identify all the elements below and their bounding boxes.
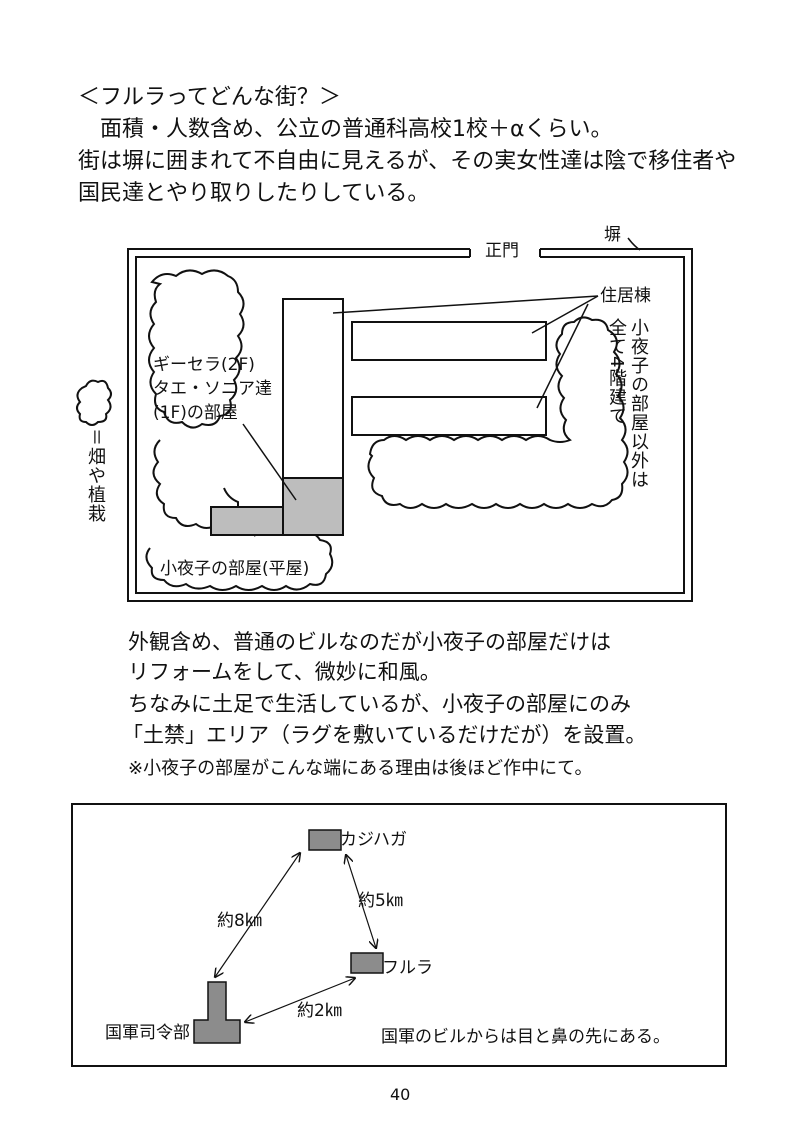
furura-marker xyxy=(350,952,384,974)
sayoko-room-label: 小夜子の部屋(平屋) xyxy=(160,559,310,579)
legend-bush-symbol xyxy=(76,379,112,426)
body-line-2: リフォームをして、微妙に和風。 xyxy=(128,660,441,684)
body-line-4: 「土禁」エリア（ラグを敷いているだけだが）を設置。 xyxy=(122,723,647,747)
sayoko-room-building xyxy=(210,506,284,536)
distance-map-caption: 国軍のビルからは目と鼻の先にある。 xyxy=(381,1027,670,1047)
gisela-label-line-3: (1F)の部屋 xyxy=(153,403,238,423)
arrow-furura-hq xyxy=(245,978,355,1022)
wall-pointer-line xyxy=(627,237,641,251)
gate-label: 正門 xyxy=(485,241,519,261)
pointer-residential-1 xyxy=(531,295,599,334)
gisela-tae-room xyxy=(282,477,344,536)
all-four-floors-note: 全て4階建て xyxy=(606,318,627,426)
distance-kajihaga-hq: 約8㎞ xyxy=(217,911,262,931)
body-note: ※小夜子の部屋がこんな端にある理由は後ほど作中にて。 xyxy=(128,758,593,779)
section-heading: ＜フルラってどんな街？＞ xyxy=(78,85,341,110)
gisela-label-line-1: ギーセラ(2F) xyxy=(153,355,255,375)
pointer-residential-2 xyxy=(536,303,589,409)
building-residential-1 xyxy=(351,321,547,361)
wall-outer xyxy=(127,248,693,602)
distance-furura-hq: 約2㎞ xyxy=(297,1001,342,1021)
gisela-label-line-2: タエ・ソニア達 xyxy=(153,379,272,399)
legend-text: ＝畑や植栽 xyxy=(85,428,106,523)
bush-right-l-shape xyxy=(367,316,629,509)
distance-kajihaga-furura: 約5㎞ xyxy=(358,891,403,911)
pointer-gisela-tae xyxy=(242,423,297,501)
intro-line-3: 国民達とやり取りしたりしている。 xyxy=(78,181,430,206)
wall-inner xyxy=(135,256,685,594)
furura-label: フルラ xyxy=(382,958,433,978)
body-line-3: ちなみに土足で生活しているが、小夜子の部屋にのみ xyxy=(128,692,631,716)
intro-line-1: 面積・人数含め、公立の普通科高校1校＋αくらい。 xyxy=(100,117,613,142)
arrow-kajihaga-hq xyxy=(215,853,300,977)
arrow-kajihaga-furura xyxy=(346,855,376,948)
wall-label: 塀 xyxy=(604,225,621,245)
intro-line-2: 街は塀に囲まれて不自由に見えるが、その実女性達は陰で移住者や xyxy=(78,149,737,174)
except-sayoko-note: 小夜子の部屋以外は xyxy=(628,318,649,489)
kajihaga-marker xyxy=(308,829,342,851)
distance-map-frame xyxy=(71,803,727,1067)
building-residential-2 xyxy=(351,396,547,436)
kajihaga-label: カジハガ xyxy=(340,830,407,850)
hq-label: 国軍司令部 xyxy=(105,1023,190,1043)
hq-marker xyxy=(193,981,241,1044)
residential-label: 住居棟 xyxy=(600,286,651,306)
pointer-residential-tall xyxy=(332,295,599,314)
body-line-1: 外観含め、普通のビルなのだが小夜子の部屋だけは xyxy=(128,630,611,654)
page-number: 40 xyxy=(390,1085,411,1104)
